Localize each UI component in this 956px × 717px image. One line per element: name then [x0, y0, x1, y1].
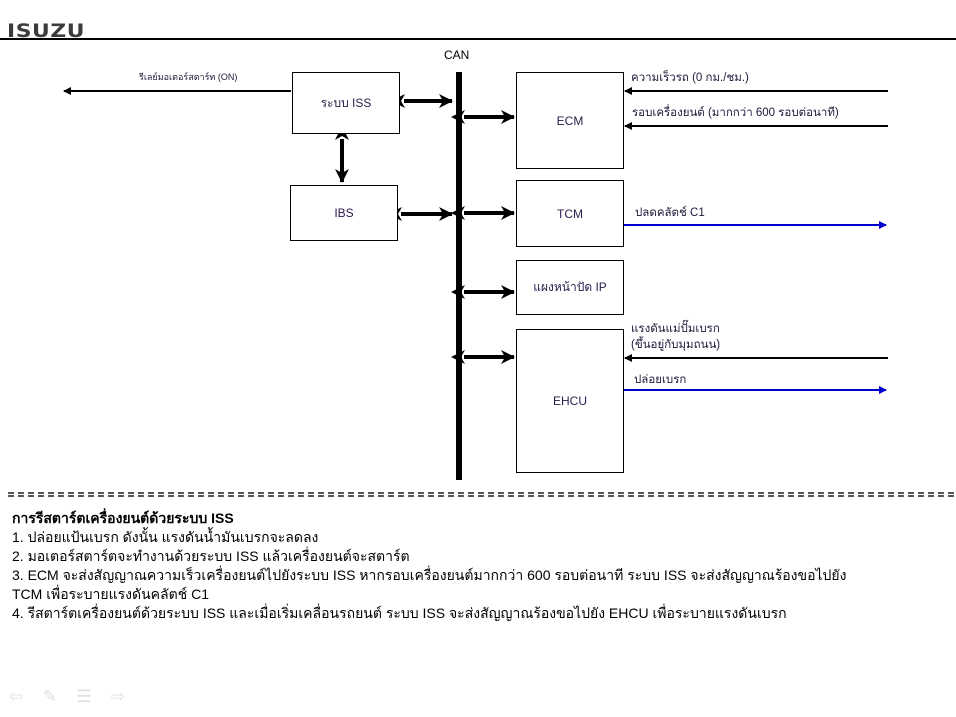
vehicle-speed-label: ความเร็วรถ (0 กม./ชม.)	[631, 72, 749, 84]
slide-navigation: ⇦ ✎ ☰ ⇨	[6, 688, 128, 706]
next-arrow-icon[interactable]: ⇨	[110, 687, 126, 706]
notes-line: 3. ECM จะส่งสัญญาณความเร็วเครื่องยนต์ไปย…	[12, 567, 847, 583]
dashed-separator	[8, 492, 954, 497]
notes-line: 4. รีสตาร์ตเครื่องยนต์ด้วยระบบ ISS และเม…	[12, 605, 787, 621]
isuzu-logo: ISUZU	[7, 20, 86, 42]
brake-pressure-label-2: (ขึ้นอยู่กับมุมถนน)	[631, 339, 721, 351]
notes-line: TCM เพื่อระบายแรงดันคลัตช์ C1	[12, 586, 209, 602]
tcm-box: TCM	[516, 180, 624, 247]
ibs-box: IBS	[290, 185, 398, 241]
menu-icon[interactable]: ☰	[76, 687, 92, 706]
diagram-lines	[63, 72, 888, 480]
ehcu-box: EHCU	[516, 329, 624, 473]
prev-arrow-icon[interactable]: ⇦	[8, 687, 24, 706]
header-rule	[0, 38, 956, 40]
notes-line: 2. มอเตอร์สตาร์ตจะทำงานด้วยระบบ ISS แล้ว…	[12, 548, 410, 564]
notes-line: 1. ปล่อยแป้นเบรก ดังนั้น แรงดันน้ำมันเบร…	[12, 529, 319, 545]
notes-title: การรีสตาร์ตเครื่องยนต์ด้วยระบบ ISS	[12, 510, 234, 526]
engine-speed-label: รอบเครื่องยนต์ (มากกว่า 600 รอบต่อนาที)	[632, 107, 839, 119]
clutch-release-label: ปลดคลัตช์ C1	[635, 207, 705, 219]
ecm-box: ECM	[516, 72, 624, 169]
brake-release-label: ปล่อยเบรก	[634, 374, 687, 386]
can-bus	[456, 72, 462, 480]
ip-box: แผงหน้าปัด IP	[516, 260, 624, 315]
brake-pressure-label-1: แรงดันแม่ปั๊มเบรก	[631, 323, 720, 335]
notes-section: การรีสตาร์ตเครื่องยนต์ด้วยระบบ ISS 1. ปล…	[12, 509, 942, 623]
starter-relay-label: รีเลย์มอเตอร์สตาร์ท (ON)	[139, 72, 238, 82]
iss-box: ระบบ ISS	[292, 72, 400, 134]
can-bus-label: CAN	[444, 48, 470, 62]
pen-icon[interactable]: ✎	[42, 687, 58, 706]
